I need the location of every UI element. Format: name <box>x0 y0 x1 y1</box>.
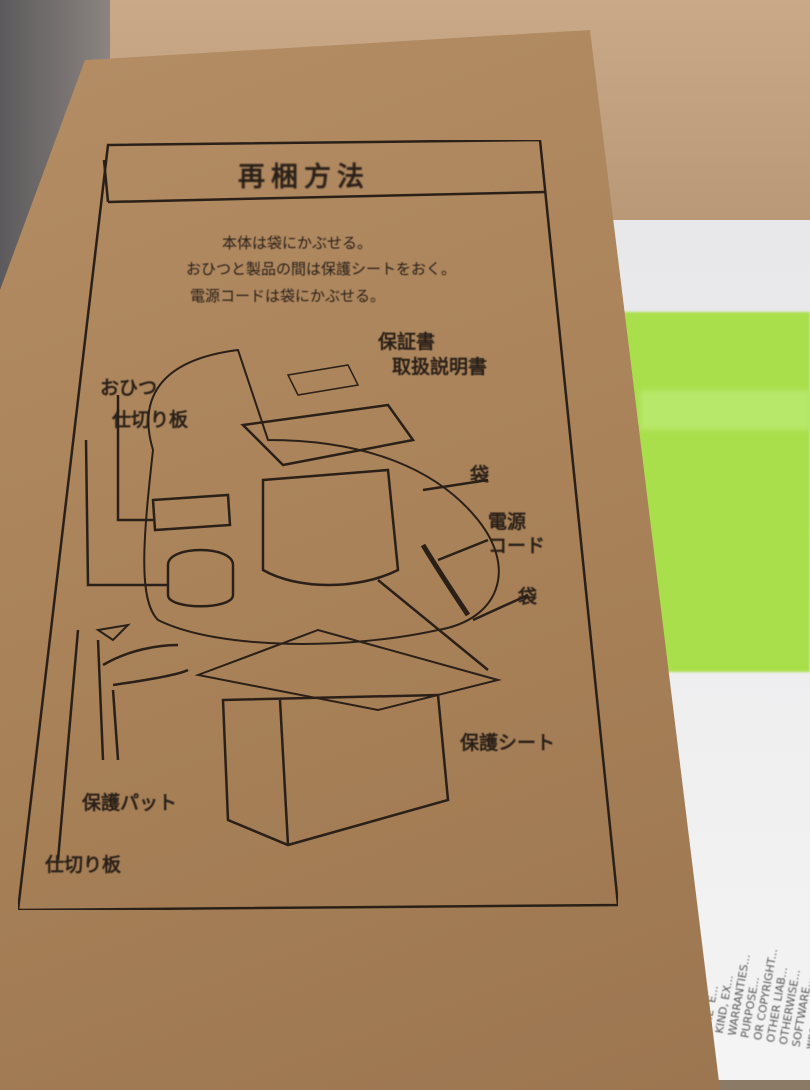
protective-sheet-shape <box>194 628 502 712</box>
repacking-diagram <box>18 140 618 910</box>
label-divider-top: 仕切り板 <box>112 409 189 431</box>
label-protective-pad: 保護パット <box>82 792 178 814</box>
carton-box <box>221 693 450 847</box>
instruction-panel <box>18 140 618 910</box>
label-warranty: 保証書 <box>378 331 436 353</box>
rice-cooker-body <box>261 468 400 587</box>
manual-tray <box>240 403 416 467</box>
instruction-3: 電源コードは袋にかぶせる。 <box>190 287 386 305</box>
label-protective-sheet: 保護シート <box>460 732 556 754</box>
divider-board-shape <box>151 493 232 532</box>
bag-outline <box>143 348 500 645</box>
label-divider-bottom: 仕切り板 <box>45 854 122 876</box>
cardboard-box <box>0 30 720 1090</box>
green-band <box>640 390 810 430</box>
title-divider <box>107 190 547 204</box>
power-cord <box>420 543 471 617</box>
label-bag-cord: 袋 <box>518 586 538 608</box>
divider-board-bottom <box>95 623 131 642</box>
label-manual: 取扱説明書 <box>392 356 488 378</box>
instruction-2: おひつと製品の間は保護シートをおく。 <box>186 260 457 278</box>
panel-title: 再梱方法 <box>238 162 370 193</box>
warranty-card <box>286 364 360 396</box>
instruction-1: 本体は袋にかぶせる。 <box>222 234 373 252</box>
label-bag-top: 袋 <box>470 464 490 486</box>
label-ohitsu: おひつ <box>100 377 158 399</box>
label-power-cord: 電源 コード <box>488 511 546 557</box>
protective-pads <box>102 643 189 687</box>
panel-border <box>18 140 618 910</box>
ohitsu-shape <box>166 548 235 608</box>
